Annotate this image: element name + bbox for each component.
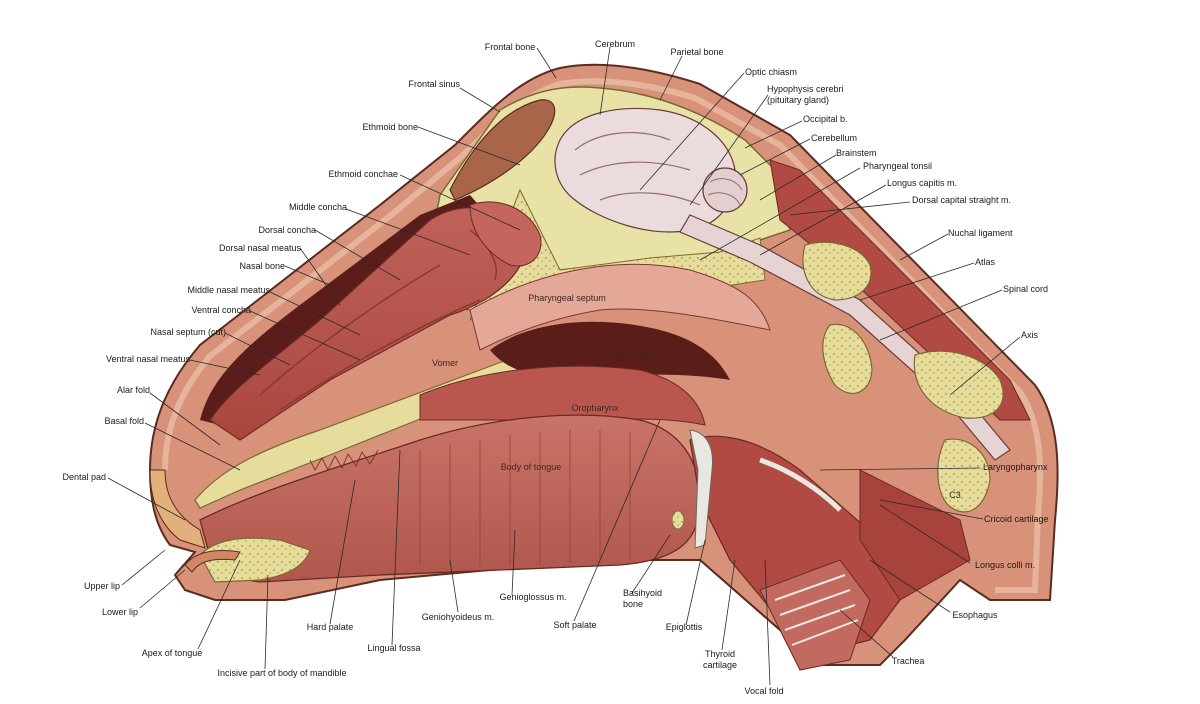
label-alar-fold: Alar fold <box>116 385 150 395</box>
label-geniohyoideus: Geniohyoideus m. <box>421 612 495 622</box>
label-frontal-bone: Frontal bone <box>484 42 536 52</box>
label-middle-concha: Middle concha <box>288 202 347 212</box>
label-genioglossus: Genioglossus m. <box>499 592 567 602</box>
label-basal-fold: Basal fold <box>104 416 144 426</box>
atlas-shape <box>802 241 872 301</box>
ethmoid-conchae-shape <box>469 201 542 267</box>
cerebellum-shape <box>702 167 748 213</box>
pharyngeal-septum-shape <box>469 263 771 351</box>
label-longus-colli: Longus colli m. <box>975 560 1036 570</box>
axis-shape <box>913 350 1004 419</box>
label-cerebellum: Cerebellum <box>811 133 858 143</box>
label-basihyoid-bone: Basihyoid bone <box>623 588 663 609</box>
label-nuchal-ligament: Nuchal ligament <box>948 228 1013 238</box>
label-frontal-sinus: Frontal sinus <box>408 79 460 89</box>
label-thyroid-cartilage: Thyroid cartilage <box>702 649 738 670</box>
label-pharyngeal-tonsil: Pharyngeal tonsil <box>863 161 933 171</box>
dermal-layer <box>162 78 1043 593</box>
label-hypophysis: Hypophysis cerebri (pituitary gland) <box>767 84 844 105</box>
label-atlas: Atlas <box>975 257 996 267</box>
label-optic-chiasm: Optic chiasm <box>745 67 798 77</box>
label-axis: Axis <box>1021 330 1039 340</box>
label-vocal-fold: Vocal fold <box>744 686 784 696</box>
label-body-of-tongue: Body of tongue <box>500 462 562 472</box>
label-cricoid-cartilage: Cricoid cartilage <box>984 514 1049 524</box>
label-cerebrum: Cerebrum <box>594 39 636 49</box>
label-ventral-concha: Ventral concha <box>191 305 251 315</box>
label-occipital: Occipital b. <box>803 114 848 124</box>
label-ethmoid-conchae: Ethmoid conchae <box>328 169 398 179</box>
label-vomer: Vomer <box>431 358 459 368</box>
mandible-bone <box>199 537 311 583</box>
upper-lip-shape <box>149 469 206 549</box>
nasopharynx-cavity <box>490 321 730 380</box>
label-spinal-cord: Spinal cord <box>1003 284 1049 294</box>
label-middle-nasal-meatus: Middle nasal meatus <box>187 285 270 295</box>
trachea-shape <box>759 559 871 671</box>
label-ethmoid-bone: Ethmoid bone <box>362 122 418 132</box>
label-upper-lip: Upper lip <box>83 581 120 591</box>
label-c3: C3 <box>949 490 961 500</box>
label-lingual-fossa: Lingual fossa <box>367 643 421 653</box>
label-brainstem: Brainstem <box>836 148 877 158</box>
label-epiglottis: Epiglottis <box>665 622 703 632</box>
label-nasopharynx: Nasopharynx <box>613 350 667 360</box>
label-laryngopharynx: Laryngopharynx <box>983 462 1048 472</box>
lower-lip-shape <box>184 550 241 573</box>
label-dental-pad: Dental pad <box>62 472 106 482</box>
label-nasal-bone: Nasal bone <box>239 261 285 271</box>
label-trachea: Trachea <box>891 656 925 666</box>
label-dorsal-capital-straight: Dorsal capital straight m. <box>912 195 1012 205</box>
frontal-sinus-shape <box>449 99 556 201</box>
epiglottis-shape <box>689 429 714 549</box>
label-esophagus: Esophagus <box>952 610 998 620</box>
label-hard-palate: Hard palate <box>306 622 354 632</box>
label-incisive-part: Incisive part of body of mandible <box>217 668 347 678</box>
label-pharyngeal-septum: Pharyngeal septum <box>528 293 606 303</box>
label-oropharynx: Oropharynx <box>571 403 619 413</box>
label-dorsal-concha: Dorsal concha <box>258 225 316 235</box>
label-apex-of-tongue: Apex of tongue <box>141 648 203 658</box>
label-dorsal-nasal-meatus: Dorsal nasal meatus <box>218 243 301 253</box>
label-longus-capitis: Longus capitis m. <box>887 178 958 188</box>
label-ventral-nasal-meatus: Ventral nasal meatus <box>105 354 190 364</box>
label-parietal-bone: Parietal bone <box>670 47 724 57</box>
label-lower-lip: Lower lip <box>101 607 138 617</box>
label-nasal-septum: Nasal septum (cut) <box>150 327 226 337</box>
label-soft-palate: Soft palate <box>553 620 597 630</box>
